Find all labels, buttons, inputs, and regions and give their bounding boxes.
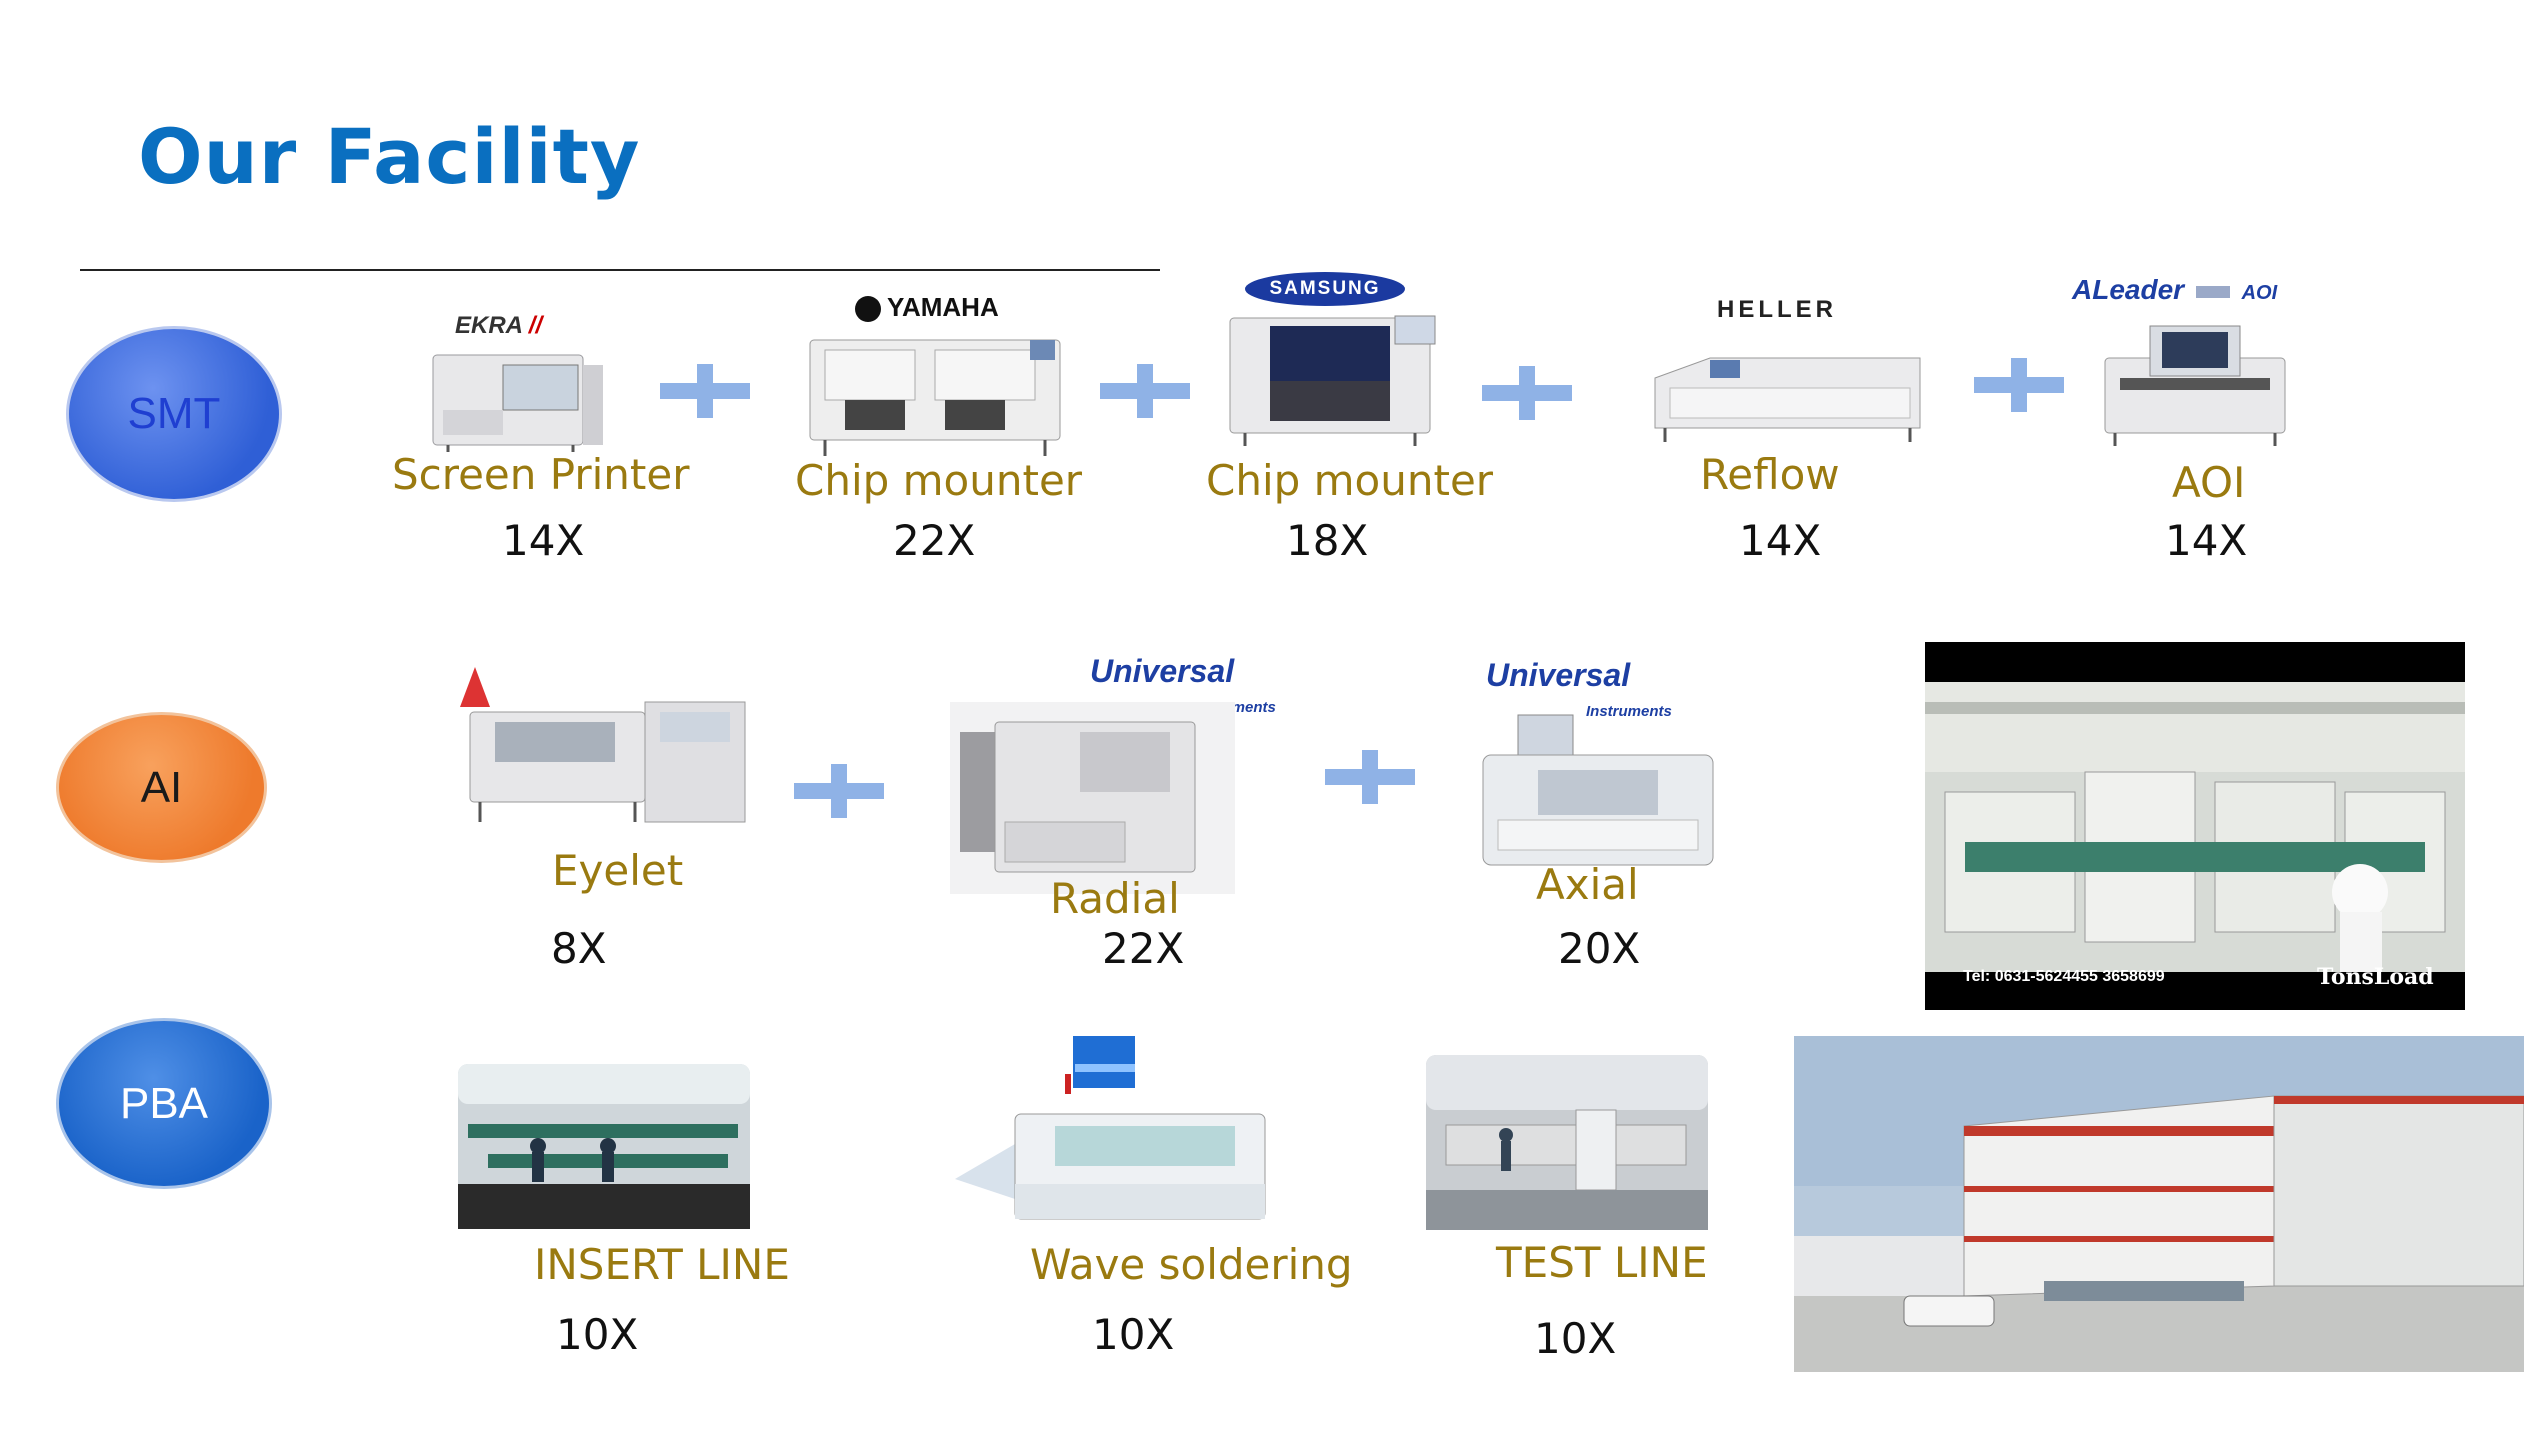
- plus-icon: [1974, 358, 2064, 412]
- wave-soldering-image: [955, 1036, 1266, 1220]
- ai-qty-radial: 22X: [1102, 924, 1185, 973]
- pba-label-test-line: TEST LINE: [1496, 1238, 1708, 1287]
- plus-icon: [794, 764, 884, 818]
- ai-badge-label: AI: [140, 762, 183, 812]
- page-title: Our Facility: [138, 112, 641, 201]
- ai-qty-axial: 20X: [1558, 924, 1641, 973]
- smt-label-screen-printer: Screen Printer: [392, 450, 690, 499]
- photo-caption-phone: Tel: 0631-5624455 3658699: [1963, 968, 2165, 985]
- samsung-chip-mounter-image: [1229, 315, 1436, 446]
- pba-badge: PBA: [56, 1018, 272, 1189]
- test-line-photo: [1426, 1055, 1708, 1230]
- plus-icon: [1325, 750, 1415, 804]
- radial-inserter-image: [950, 702, 1235, 894]
- plus-icon: [1100, 364, 1190, 418]
- aleader-logo: ALeader AOI: [2072, 274, 2278, 305]
- smt-label-chip-mounter-samsung: Chip mounter: [1206, 456, 1494, 505]
- universal-logo: Universal Instruments: [1486, 657, 1672, 720]
- smt-label-aoi: AOI: [2172, 458, 2246, 507]
- smt-label-chip-mounter-yamaha: Chip mounter: [795, 456, 1083, 505]
- plus-icon: [660, 364, 750, 418]
- reflow-oven-image: [1654, 357, 1921, 442]
- aoi-machine-image: [2104, 325, 2286, 446]
- smt-label-reflow: Reflow: [1700, 450, 1840, 499]
- ekra-logo: EKRA //: [455, 312, 543, 339]
- factory-floor-photo: Tel: 0631-5624455 3658699 TonsLoad: [1925, 642, 2465, 1010]
- smt-badge: SMT: [66, 326, 282, 502]
- pba-qty-wave-soldering: 10X: [1092, 1310, 1175, 1359]
- ai-qty-eyelet: 8X: [551, 924, 607, 973]
- insert-line-photo: [458, 1064, 750, 1229]
- smt-qty-reflow: 14X: [1739, 516, 1822, 565]
- pba-label-wave-soldering: Wave soldering: [1030, 1240, 1353, 1289]
- photo-caption-brand: TonsLoad: [2317, 964, 2434, 990]
- ai-label-radial: Radial: [1050, 874, 1180, 923]
- smt-qty-screen-printer: 14X: [502, 516, 585, 565]
- pba-qty-test-line: 10X: [1534, 1314, 1617, 1363]
- yamaha-logo: YAMAHA: [855, 292, 999, 323]
- ai-label-eyelet: Eyelet: [552, 846, 684, 895]
- smt-qty-aoi: 14X: [2165, 516, 2248, 565]
- smt-qty-chip-mounter-yamaha: 22X: [893, 516, 976, 565]
- heller-logo: HELLER: [1717, 296, 1837, 323]
- plus-icon: [1482, 366, 1572, 420]
- factory-floor-scene: [1925, 682, 2465, 972]
- factory-building-photo: [1794, 1036, 2524, 1372]
- samsung-logo: SAMSUNG: [1245, 272, 1405, 306]
- ai-label-axial: Axial: [1536, 860, 1639, 909]
- title-divider: [80, 269, 1160, 271]
- eyelet-machine-image: [460, 667, 746, 823]
- pba-qty-insert-line: 10X: [556, 1310, 639, 1359]
- screen-printer-image: [432, 354, 603, 452]
- ai-badge: AI: [56, 712, 267, 863]
- pba-label-insert-line: INSERT LINE: [534, 1240, 790, 1289]
- smt-badge-label: SMT: [127, 389, 221, 438]
- pba-badge-label: PBA: [119, 1078, 209, 1128]
- yamaha-chip-mounter-image: [809, 339, 1061, 456]
- smt-qty-chip-mounter-samsung: 18X: [1286, 516, 1369, 565]
- axial-inserter-image: [1482, 714, 1714, 866]
